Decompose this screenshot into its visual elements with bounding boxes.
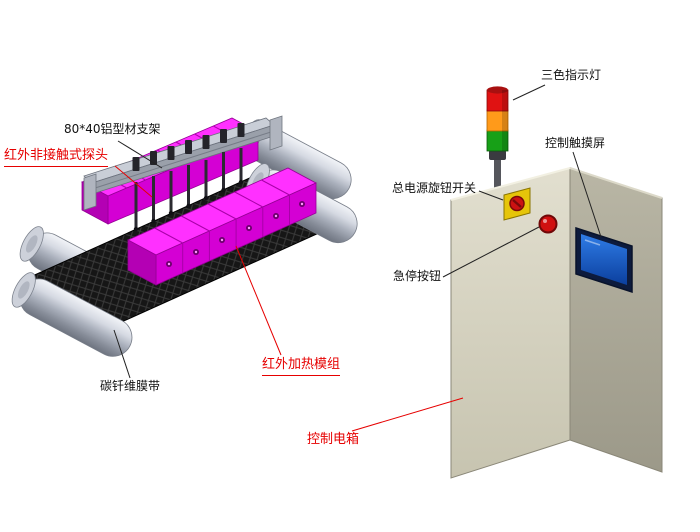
label-heating-module: 红外加热模组	[262, 357, 341, 376]
tower-light	[486, 86, 509, 192]
heating-module-front-row	[127, 167, 317, 286]
power-rotary-switch[interactable]	[503, 187, 531, 221]
leader-power	[478, 190, 504, 201]
label-tower-light: 三色指示灯	[541, 68, 602, 82]
label-power-switch: 总电源旋钮开关	[392, 181, 477, 195]
leader-heating	[235, 245, 282, 356]
leader-screen	[572, 151, 602, 238]
cabinet-side-face	[569, 167, 663, 473]
rail-end-plate-left	[83, 173, 97, 211]
label-aluminum-bracket: 80*40铝型材支架	[64, 122, 161, 136]
leader-control-box	[351, 397, 464, 432]
module-connector-bolts	[166, 201, 305, 267]
label-carbon-belt: 碳钎维膜带	[100, 379, 161, 393]
label-touch-screen: 控制触摸屏	[545, 136, 606, 150]
conveyor-assembly	[11, 115, 358, 357]
infrared-probe-array	[132, 123, 245, 232]
label-control-box: 控制电箱	[307, 432, 360, 447]
leader-belt	[113, 329, 131, 379]
roller-bottom-lower	[11, 272, 133, 357]
leader-bracket	[117, 140, 163, 169]
emergency-stop-button[interactable]	[538, 214, 558, 234]
label-estop: 急停按钮	[393, 269, 442, 283]
control-cabinet	[450, 86, 663, 479]
leader-probe	[114, 165, 153, 198]
control-touch-screen[interactable]	[575, 226, 633, 294]
leader-estop	[442, 226, 540, 278]
label-infrared-probe: 红外非接触式探头	[4, 148, 109, 167]
leader-tower	[512, 84, 546, 101]
rail-end-plate-right	[269, 115, 283, 151]
leader-lines	[113, 84, 602, 432]
